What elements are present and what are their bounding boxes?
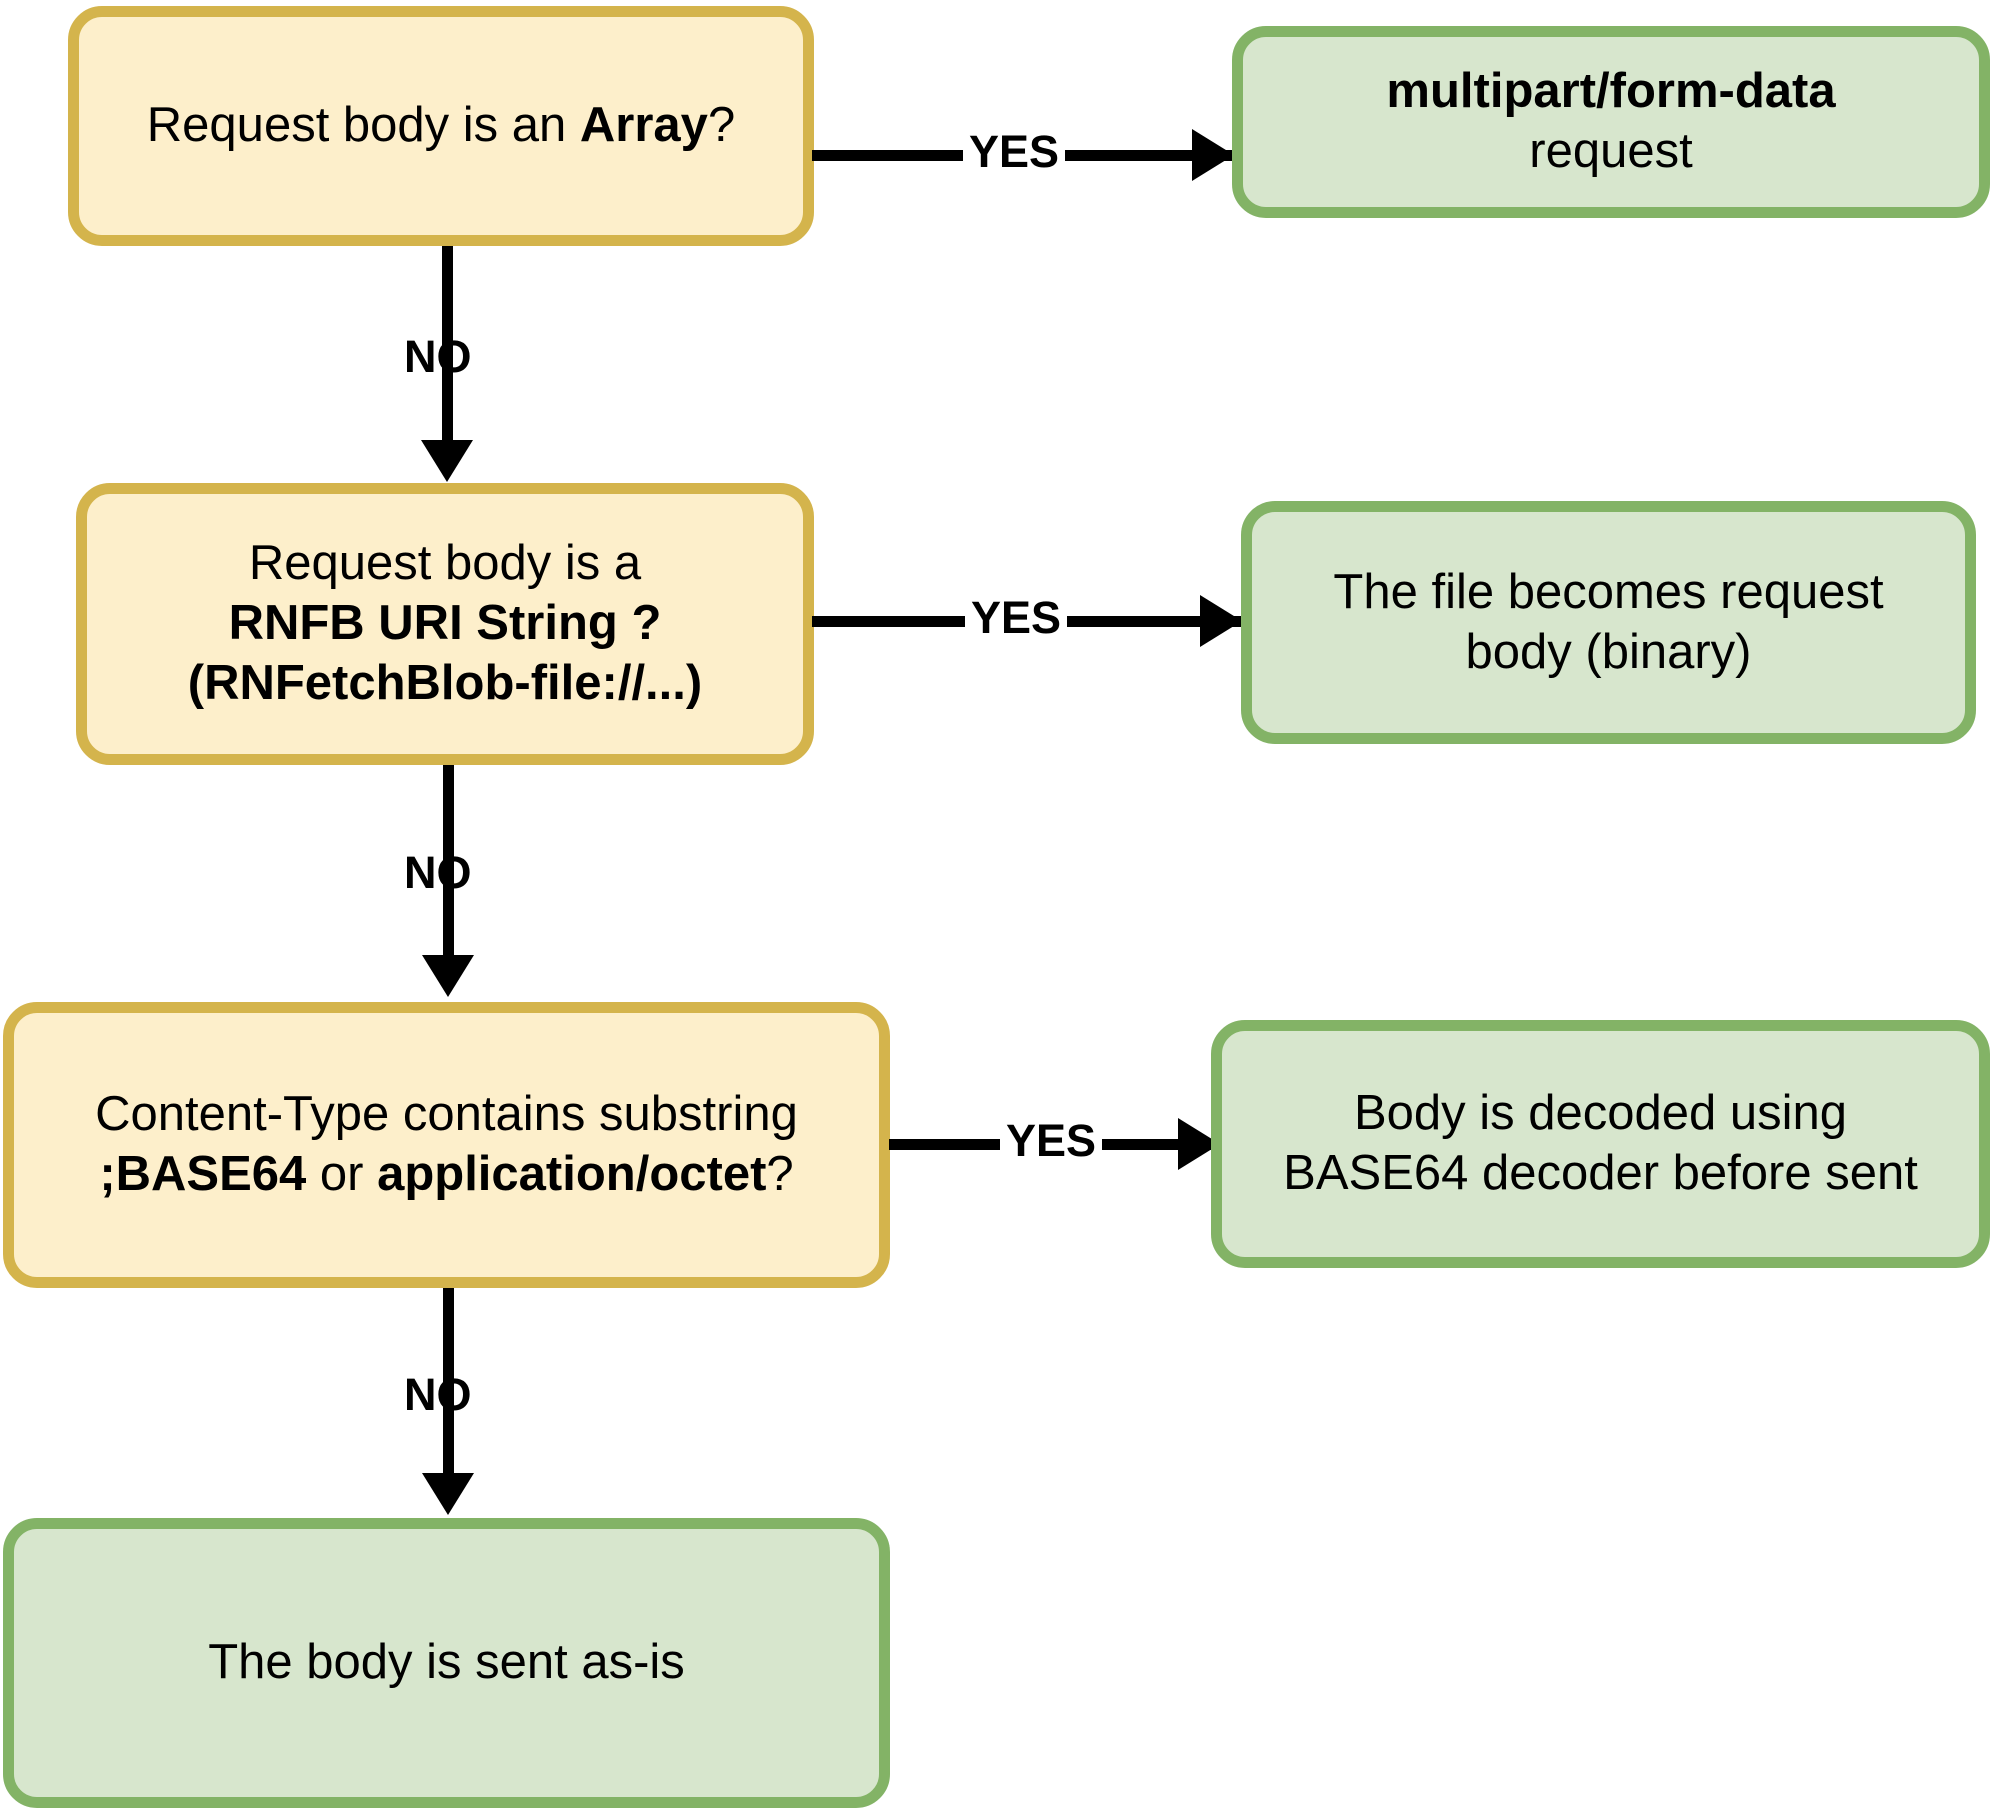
q1-line1-pre: Request body is an [146,98,580,153]
edge-label-no-rnfb: NO [404,847,472,898]
outcome-node-body-sent-as-is[interactable]: The body is sent as-is [3,1518,890,1808]
edge-no-array-line [442,246,453,456]
decision-node-content-type-substring[interactable]: Content-Type contains substring;BASE64 o… [3,1002,890,1288]
edge-label-yes-rnfb: YES [965,593,1068,642]
edge-no-base64-line [443,1288,454,1488]
q3-line1: Content-Type contains substring [95,1087,798,1142]
a4-line1: The body is sent as-is [208,1635,685,1690]
edge-yes-rnfb-arrowhead [1200,595,1242,647]
q3-line2-strong-a: ;BASE64 [99,1147,307,1201]
decision-node-content-type-substring-text: Content-Type contains substring;BASE64 o… [14,1085,879,1205]
a2-line1: The file becomes request [1333,564,1884,619]
edge-no-base64-arrowhead [422,1473,474,1515]
a3-line1: Body is decoded using [1353,1086,1848,1141]
edge-no-array-arrowhead [421,440,473,482]
decision-node-request-body-is-array-text: Request body is an Array? [79,96,803,156]
q1-line1-strong: Array [579,98,708,153]
outcome-node-body-sent-as-is-text: The body is sent as-is [14,1633,879,1693]
edge-label-no-base64: NO [404,1369,472,1420]
edge-no-rnfb-arrowhead [422,955,474,997]
edge-label-yes-array: YES [963,127,1066,176]
q3-line2-strong-b: application/octet [377,1147,767,1201]
a1-line1-strong: multipart/form-data [1386,64,1836,119]
q3-line2-mid: or [306,1147,378,1201]
edge-yes-array-arrowhead [1192,129,1234,181]
edge-no-rnfb-line [443,765,454,970]
edge-label-yes-base64: YES [1000,1116,1103,1165]
decision-node-request-body-is-array[interactable]: Request body is an Array? [68,6,814,246]
q2-line3-strong: (RNFetchBlob-file://...) [187,655,703,710]
q2-line2-strong: RNFB URI String ? [228,596,662,651]
edge-label-no-array: NO [404,331,472,382]
q1-line1-post: ? [707,98,736,153]
q3-line2-post: ? [766,1147,794,1201]
a2-line2: body (binary) [1465,624,1752,679]
a3-line2: BASE64 decoder before sent [1283,1146,1918,1200]
q2-line1: Request body is a [248,536,642,591]
a1-line2: request [1529,124,1693,178]
